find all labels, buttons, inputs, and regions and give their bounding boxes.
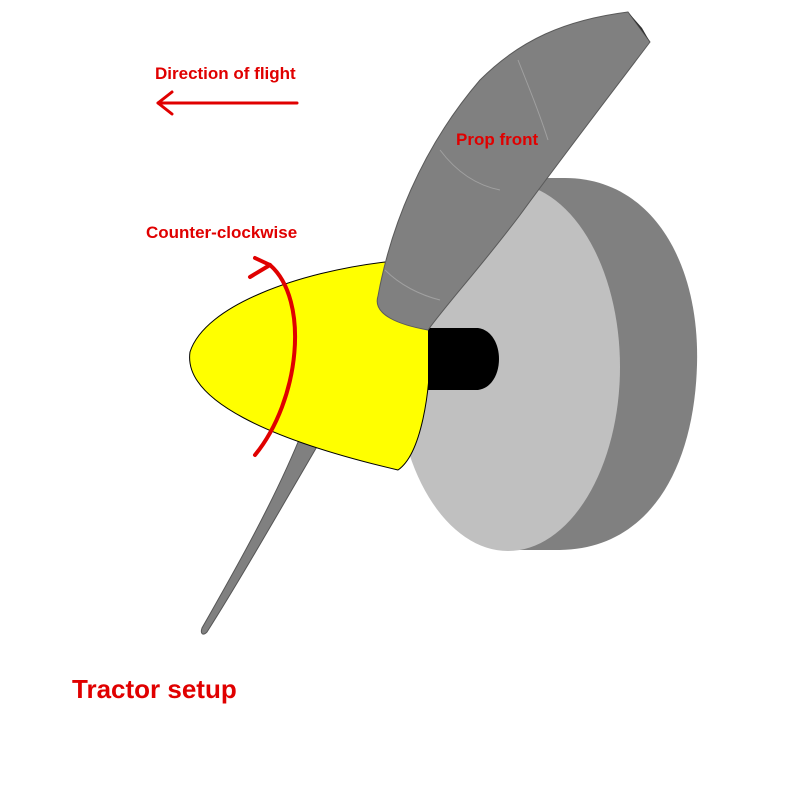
blade-edge-line — [384, 269, 441, 301]
shaft — [428, 328, 499, 390]
direction-label: Direction of flight — [155, 64, 296, 83]
arrow-left-icon — [156, 90, 299, 116]
blade-edge-line — [517, 59, 549, 141]
setup-title: Tractor setup — [72, 674, 237, 704]
rotation-label: Counter-clockwise — [146, 223, 297, 242]
prop-blade-upper — [376, 11, 651, 331]
blade-edge-line — [439, 149, 501, 191]
curved-arrow-icon — [248, 256, 297, 457]
prop-blade-lower — [200, 429, 323, 635]
prop-front-label: Prop front — [456, 130, 538, 149]
